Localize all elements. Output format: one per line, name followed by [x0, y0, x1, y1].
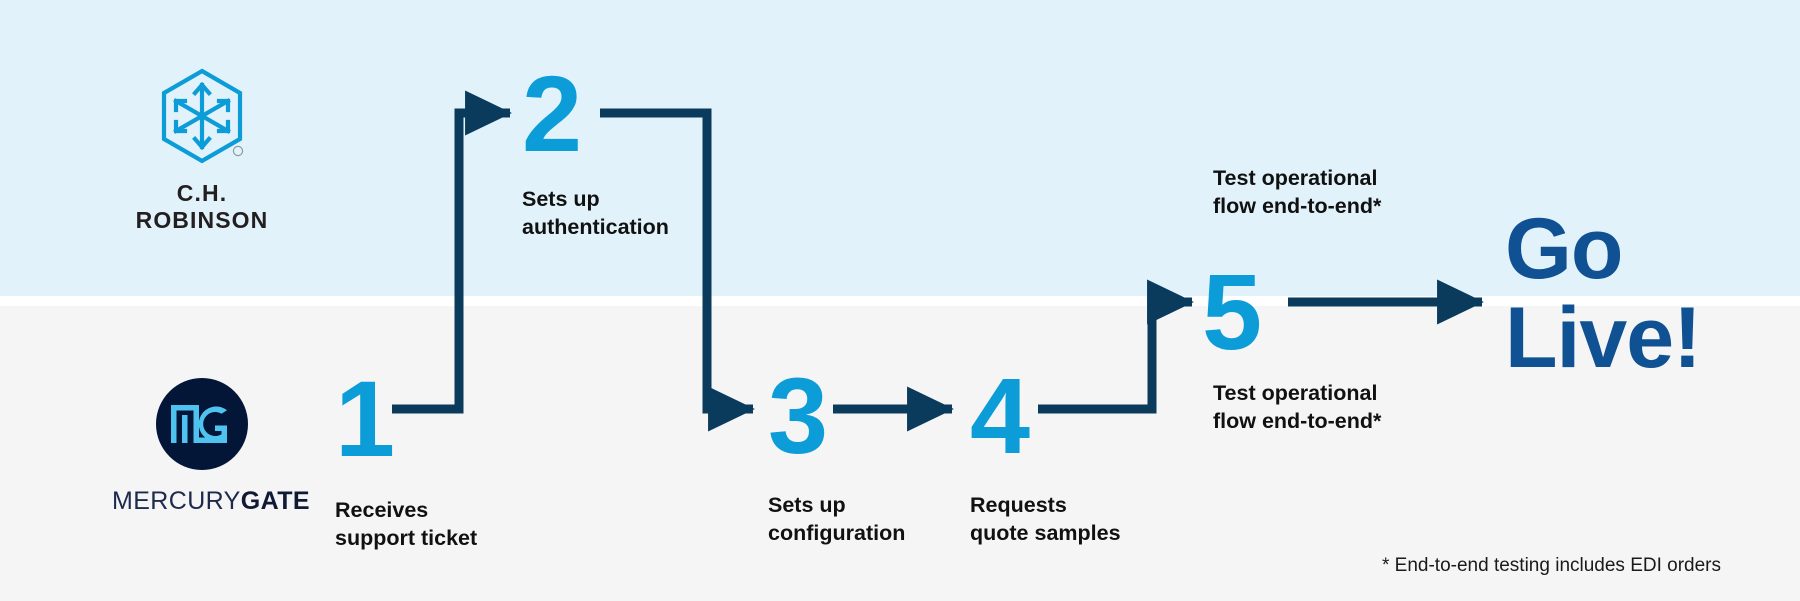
step-4-number: 4 [970, 355, 1030, 476]
lane-band-bottom [0, 306, 1800, 601]
step-2-number: 2 [522, 53, 582, 174]
mg-monogram-icon [171, 405, 227, 443]
step-1: 1 Receives support ticket [335, 365, 477, 552]
logo-mercurygate: MERCURYGATE [112, 378, 310, 516]
connector-2-to-3 [600, 108, 755, 432]
step-1-label: Receives support ticket [335, 498, 478, 550]
step-4: 4 Requests quote samples [970, 362, 1121, 547]
lane-band-top [0, 0, 1800, 296]
step-3-label: Sets up configuration [768, 493, 906, 545]
connector-1-to-2 [392, 90, 512, 414]
go-live-outcome: Go Live! [1505, 201, 1702, 386]
step-3: 3 Sets up configuration [768, 362, 905, 547]
mercurygate-wordmark-bold: GATE [240, 487, 310, 515]
step-2-label: Sets up authentication [522, 187, 669, 239]
footnote: * End-to-end testing includes EDI orders [1382, 555, 1722, 576]
step-1-number: 1 [335, 358, 395, 479]
step-5: 5 [1202, 251, 1262, 372]
mercurygate-wordmark-light: MERCURY [112, 487, 241, 515]
step-5-label-bottom: Test operational flow end-to-end* [1213, 381, 1382, 433]
mercurygate-wordmark: MERCURYGATE [112, 487, 310, 516]
mercurygate-circle [156, 378, 248, 470]
hexagon-arrows-icon [161, 68, 244, 164]
step-5-label-top: Test operational flow end-to-end* [1213, 166, 1382, 218]
step-3-number: 3 [768, 355, 828, 476]
step-4-label: Requests quote samples [970, 493, 1121, 545]
logo-ch-robinson: C.H. ROBINSON [112, 68, 292, 234]
lane-band-divider [0, 296, 1800, 306]
connector-4-to-5 [1038, 279, 1194, 414]
step-2: 2 Sets up authentication [522, 60, 669, 241]
ch-robinson-wordmark: C.H. ROBINSON [135, 180, 269, 233]
step-5-number: 5 [1202, 251, 1262, 372]
